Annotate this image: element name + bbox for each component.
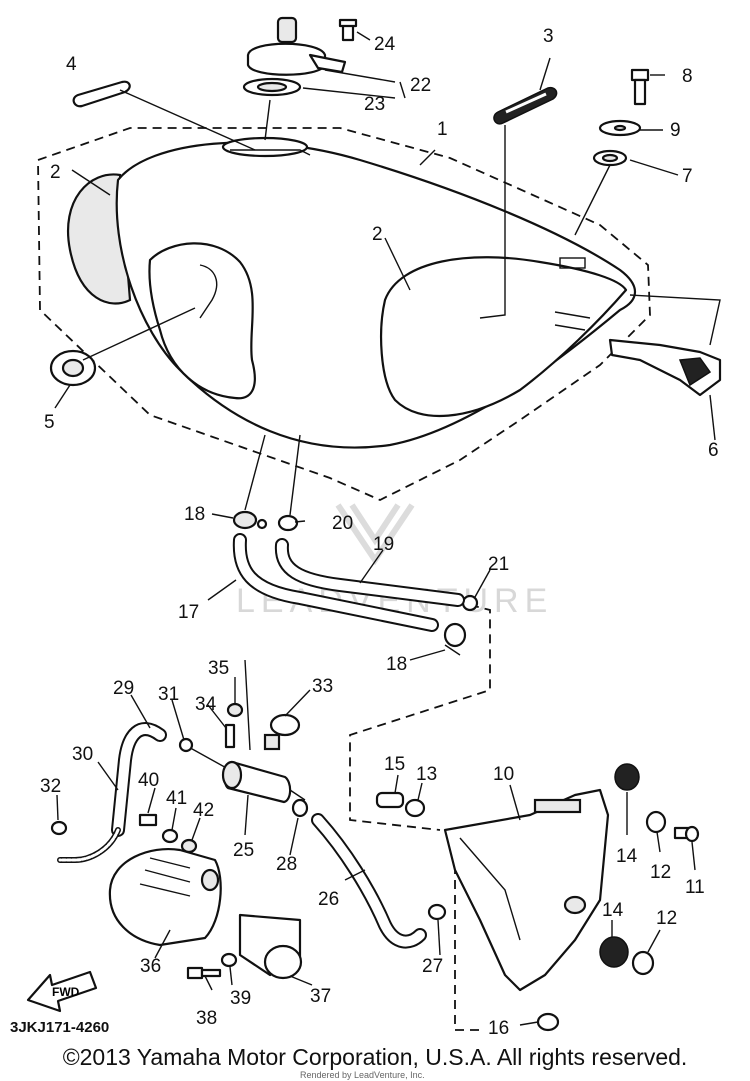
callout-23: 23 (364, 94, 385, 115)
callout-6: 6 (708, 440, 719, 461)
callout-41: 41 (166, 788, 187, 809)
callout-38: 38 (196, 1008, 217, 1029)
fwd-label: FWD (52, 985, 80, 999)
callout-2-left: 2 (50, 162, 61, 183)
callout-32: 32 (40, 776, 61, 797)
grommet-7 (592, 149, 628, 167)
hose-clamp-18-top (232, 510, 268, 530)
bolt-38 (186, 966, 222, 980)
washer-41 (161, 828, 179, 844)
pump-cover-37 (238, 913, 303, 980)
callout-13: 13 (416, 764, 437, 785)
callout-3: 3 (543, 26, 554, 47)
washer-12-top (645, 810, 667, 834)
clip-21 (461, 594, 479, 612)
callout-12-top: 12 (650, 862, 671, 883)
callout-11: 11 (685, 877, 705, 898)
callout-22: 22 (410, 75, 431, 96)
filler-cap-5 (49, 349, 97, 387)
callout-29: 29 (113, 678, 134, 699)
callout-labels: 1 2 2 3 4 5 6 7 8 9 10 11 12 12 13 14 14… (40, 26, 719, 1039)
grommet-14-bottom (599, 936, 629, 968)
callout-1: 1 (437, 119, 448, 140)
callout-8: 8 (682, 66, 693, 87)
wire-lead-30 (57, 827, 121, 863)
tank-right-emblem-panel (380, 256, 628, 418)
fuel-hose-19 (274, 538, 465, 607)
callout-36: 36 (140, 956, 161, 977)
callout-18-bottom: 18 (386, 654, 407, 675)
callout-27: 27 (422, 956, 443, 977)
callout-14-top: 14 (616, 846, 638, 867)
callout-19: 19 (373, 534, 394, 555)
callout-31: 31 (158, 684, 179, 705)
rendered-by-note: Rendered by LeadVenture, Inc. (300, 1070, 425, 1080)
hose-26 (311, 813, 427, 949)
assembly-outlines (37, 127, 651, 1031)
callout-24: 24 (374, 34, 396, 55)
hose-29 (111, 722, 167, 837)
grommet-14-top (614, 763, 640, 791)
washer-12-bottom (631, 950, 655, 976)
drawing-code: 3JKJ171-4260 (10, 1019, 110, 1036)
copyright-notice: ©2013 Yamaha Motor Corporation, U.S.A. A… (62, 1044, 688, 1070)
fwd-arrow-icon: FWD (26, 970, 98, 1013)
bolt-40 (138, 813, 158, 827)
callout-30: 30 (72, 744, 93, 765)
emblem-badge-3 (493, 86, 558, 125)
fuel-tank (67, 136, 637, 449)
clip-28 (291, 798, 309, 818)
callout-7: 7 (682, 166, 693, 187)
fuel-hose-17 (232, 533, 439, 632)
callout-28: 28 (276, 854, 297, 875)
leader-lines (54, 31, 721, 1026)
tank-side-cover-left (67, 173, 132, 305)
washer-39 (220, 952, 238, 968)
callout-42: 42 (193, 800, 214, 821)
fuel-pump-cover-36 (108, 848, 222, 947)
nut-35 (226, 702, 244, 718)
fuel-filter-25 (178, 737, 306, 804)
callout-12-bottom: 12 (656, 908, 677, 929)
callout-2-right: 2 (372, 224, 383, 245)
grommet-13 (404, 798, 426, 818)
callout-14-bottom: 14 (602, 900, 624, 921)
callout-15: 15 (384, 754, 405, 775)
fuel-cap-assembly (242, 16, 358, 97)
callout-25: 25 (233, 840, 254, 861)
sub-tank-10 (443, 788, 610, 992)
collar-15 (375, 791, 405, 809)
clamp-27 (427, 903, 447, 921)
callout-18-top: 18 (184, 504, 205, 525)
clamp-33 (263, 713, 301, 751)
tank-left-cutout (148, 242, 256, 400)
callout-17: 17 (178, 602, 199, 623)
clip-32 (50, 820, 68, 836)
callout-16: 16 (488, 1018, 509, 1039)
mount-bolt-8 (630, 68, 650, 106)
washer-9 (598, 119, 642, 137)
callout-35: 35 (208, 658, 229, 679)
callout-39: 39 (230, 988, 251, 1009)
callout-33: 33 (312, 676, 333, 697)
callout-37: 37 (310, 986, 331, 1007)
clip-20 (277, 514, 299, 532)
mount-bracket-6 (608, 338, 722, 397)
callout-4: 4 (66, 54, 77, 75)
callout-21: 21 (488, 554, 509, 575)
hose-clamp-18-bottom (443, 622, 467, 656)
bolt-11 (673, 825, 700, 843)
emblem-strip-4 (72, 80, 131, 108)
callout-5: 5 (44, 412, 55, 433)
callout-26: 26 (318, 889, 339, 910)
callout-9: 9 (670, 120, 681, 141)
callout-10: 10 (493, 764, 514, 785)
callout-20: 20 (332, 513, 353, 534)
drain-plug-16 (536, 1012, 560, 1032)
screw-34 (224, 723, 236, 749)
callout-40: 40 (138, 770, 159, 791)
callout-34: 34 (195, 694, 217, 715)
